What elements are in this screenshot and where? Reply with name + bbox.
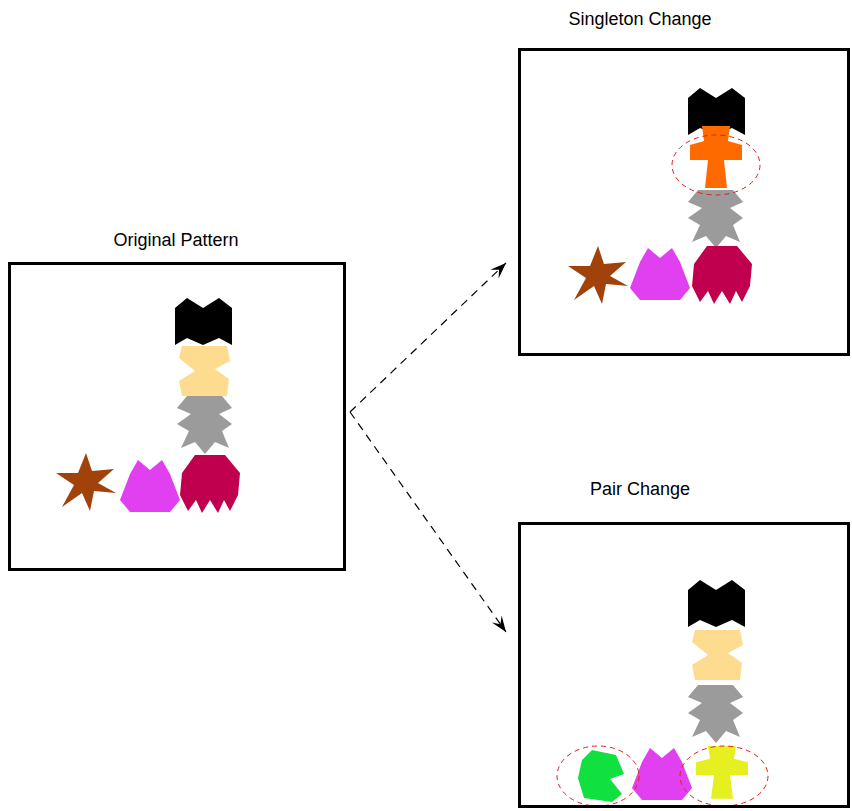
pattern-frame xyxy=(518,522,850,808)
dashed-arrow xyxy=(350,412,506,632)
dashed-arrow xyxy=(350,263,506,412)
pattern-frame xyxy=(518,48,850,356)
frame-title: Singleton Change xyxy=(568,8,711,30)
pattern-frame xyxy=(8,262,346,571)
frame-title: Pair Change xyxy=(590,478,690,500)
frame-title: Original Pattern xyxy=(113,229,238,251)
